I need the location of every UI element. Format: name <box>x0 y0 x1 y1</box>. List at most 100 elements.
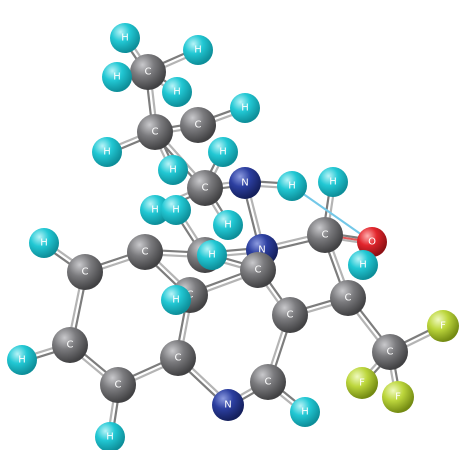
atom-label: H <box>173 87 181 98</box>
carbon-sphere <box>160 340 196 376</box>
hydrogen-atom-H3: H <box>95 422 125 450</box>
carbon-atom-C14: C <box>187 170 223 206</box>
fluorine-atom-F3: F <box>382 381 414 413</box>
atom-label: H <box>208 250 216 261</box>
fluorine-atom-F2: F <box>346 367 378 399</box>
carbon-sphere <box>180 107 216 143</box>
atom-label: H <box>194 45 202 56</box>
hydrogen-atom-H11: H <box>158 155 188 185</box>
atom-label: C <box>195 120 202 131</box>
carbon-sphere <box>137 114 173 150</box>
atom-label: H <box>113 72 121 83</box>
hydrogen-atom-H1: H <box>29 228 59 258</box>
atom-label: H <box>288 181 296 192</box>
carbon-sphere <box>187 170 223 206</box>
atom-label: F <box>395 392 401 403</box>
hydrogen-atom-H16: H <box>318 167 348 197</box>
atom-label: C <box>142 247 149 258</box>
fluorine-sphere <box>427 310 459 342</box>
hydrogen-atom-H7: H <box>183 35 213 65</box>
atom-label: C <box>322 230 329 241</box>
atom-label: C <box>345 293 352 304</box>
atom-label: C <box>175 353 182 364</box>
hydrogen-atom-H20: H <box>197 240 227 270</box>
atom-label: C <box>152 127 159 138</box>
atom-label: H <box>121 33 129 44</box>
carbon-atom-C11: C <box>330 280 366 316</box>
atom-label: C <box>387 347 394 358</box>
atom-label: H <box>151 205 159 216</box>
atom-label: C <box>115 380 122 391</box>
atom-label: H <box>172 295 180 306</box>
atom-label: C <box>67 340 74 351</box>
hydrogen-atom-H8: H <box>162 77 192 107</box>
carbon-atom-C17: C <box>130 54 166 90</box>
hydrogen-atom-H17: H <box>348 250 378 280</box>
hydrogen-atom-H15: H <box>277 171 307 201</box>
atom-label: C <box>265 377 272 388</box>
nitrogen-atom-N3: N <box>212 389 244 421</box>
carbon-atom-C16: C <box>180 107 216 143</box>
atom-label: H <box>241 103 249 114</box>
carbon-sphere <box>67 254 103 290</box>
hydrogen-atom-H18: H <box>161 195 191 225</box>
carbon-atom-C3: C <box>52 327 88 363</box>
hydrogen-sphere <box>110 23 140 53</box>
hydrogen-sphere <box>208 137 238 167</box>
hydrogen-sphere <box>197 240 227 270</box>
atom-label: C <box>145 67 152 78</box>
hydrogen-atom-H12: H <box>208 137 238 167</box>
atom-label: H <box>169 165 177 176</box>
atom-label: H <box>329 177 337 188</box>
carbon-sphere <box>130 54 166 90</box>
hydrogen-sphere <box>348 250 378 280</box>
carbon-atom-C8: C <box>240 252 276 288</box>
oxygen-atom-O1: O <box>357 227 387 257</box>
carbon-atom-C10: C <box>250 364 286 400</box>
atom-layer: CCCNCCONCCCCCCCFCCCCFCFNHHHHHHHHHHHHHHHH… <box>7 23 459 450</box>
carbon-atom-C9: C <box>272 297 308 333</box>
atom-label: N <box>224 400 231 411</box>
carbon-sphere <box>250 364 286 400</box>
hydrogen-sphere <box>290 397 320 427</box>
hydrogen-sphere <box>29 228 59 258</box>
hydrogen-atom-H9: H <box>92 137 122 167</box>
carbon-sphere <box>52 327 88 363</box>
hydrogen-atom-H13: H <box>140 195 170 225</box>
carbon-atom-C4: C <box>100 367 136 403</box>
hydrogen-sphere <box>158 155 188 185</box>
atom-label: H <box>224 220 232 231</box>
carbon-atom-C2: C <box>127 234 163 270</box>
hydrogen-sphere <box>318 167 348 197</box>
hydrogen-sphere <box>162 77 192 107</box>
hydrogen-atom-H5: H <box>110 23 140 53</box>
atom-label: O <box>368 237 376 248</box>
carbon-sphere <box>240 252 276 288</box>
atom-label: N <box>241 178 248 189</box>
carbon-sphere <box>127 234 163 270</box>
carbon-sphere <box>330 280 366 316</box>
atom-label: H <box>359 260 367 271</box>
atom-label: F <box>359 378 365 389</box>
nitrogen-sphere <box>212 389 244 421</box>
carbon-sphere <box>307 217 343 253</box>
hydrogen-sphere <box>183 35 213 65</box>
atom-label: C <box>202 183 209 194</box>
atom-label: H <box>40 238 48 249</box>
carbon-atom-C1: C <box>67 254 103 290</box>
hydrogen-bond-H15-O1 <box>291 185 373 243</box>
hydrogen-sphere <box>7 345 37 375</box>
carbon-atom-C5: C <box>160 340 196 376</box>
atom-label: F <box>440 321 446 332</box>
hydrogen-sphere <box>277 171 307 201</box>
atom-label: N <box>258 245 265 256</box>
hydrogen-atom-H19: H <box>161 285 191 315</box>
carbon-atom-C13: C <box>307 217 343 253</box>
hydrogen-sphere <box>92 137 122 167</box>
fluorine-sphere <box>382 381 414 413</box>
fluorine-atom-F1: F <box>427 310 459 342</box>
atom-label: H <box>219 147 227 158</box>
nitrogen-atom-N1: N <box>229 167 261 199</box>
carbon-sphere <box>372 334 408 370</box>
